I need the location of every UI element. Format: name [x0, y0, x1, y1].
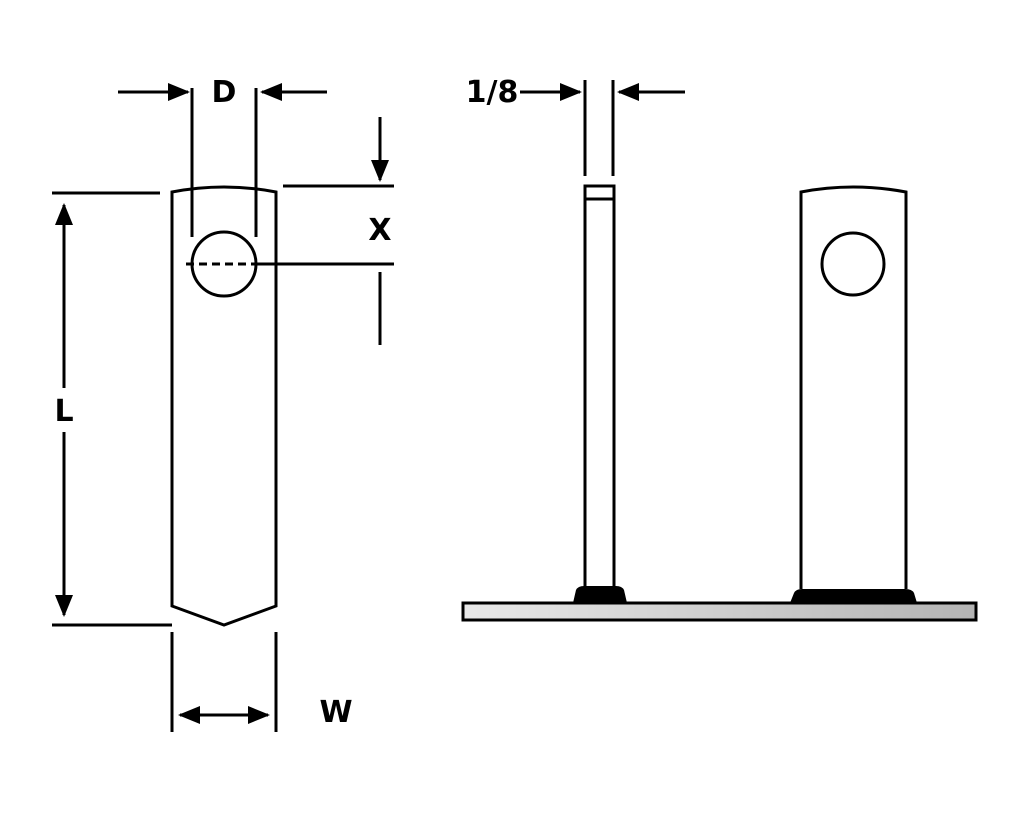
- mounted-view: [461, 184, 978, 622]
- base-plate: [461, 601, 978, 622]
- label-w: W: [319, 695, 352, 730]
- dimension-w: W: [170, 632, 353, 732]
- front-lug-hole: [820, 231, 886, 297]
- side-lug: [583, 184, 616, 590]
- dimension-thickness: 1/8: [466, 75, 685, 176]
- dimension-x: X: [186, 117, 394, 345]
- label-thickness: 1/8: [466, 75, 519, 110]
- weld-front-lug: [790, 589, 917, 603]
- label-l: L: [54, 394, 73, 429]
- dimension-l: L: [52, 191, 172, 627]
- front-view-lug: [170, 185, 278, 627]
- weld-side-lug: [573, 586, 627, 603]
- front-lug: [799, 185, 908, 589]
- label-x: X: [368, 213, 391, 248]
- dimension-d: D: [118, 75, 327, 237]
- label-d: D: [212, 75, 237, 110]
- lug-outline: [170, 185, 278, 627]
